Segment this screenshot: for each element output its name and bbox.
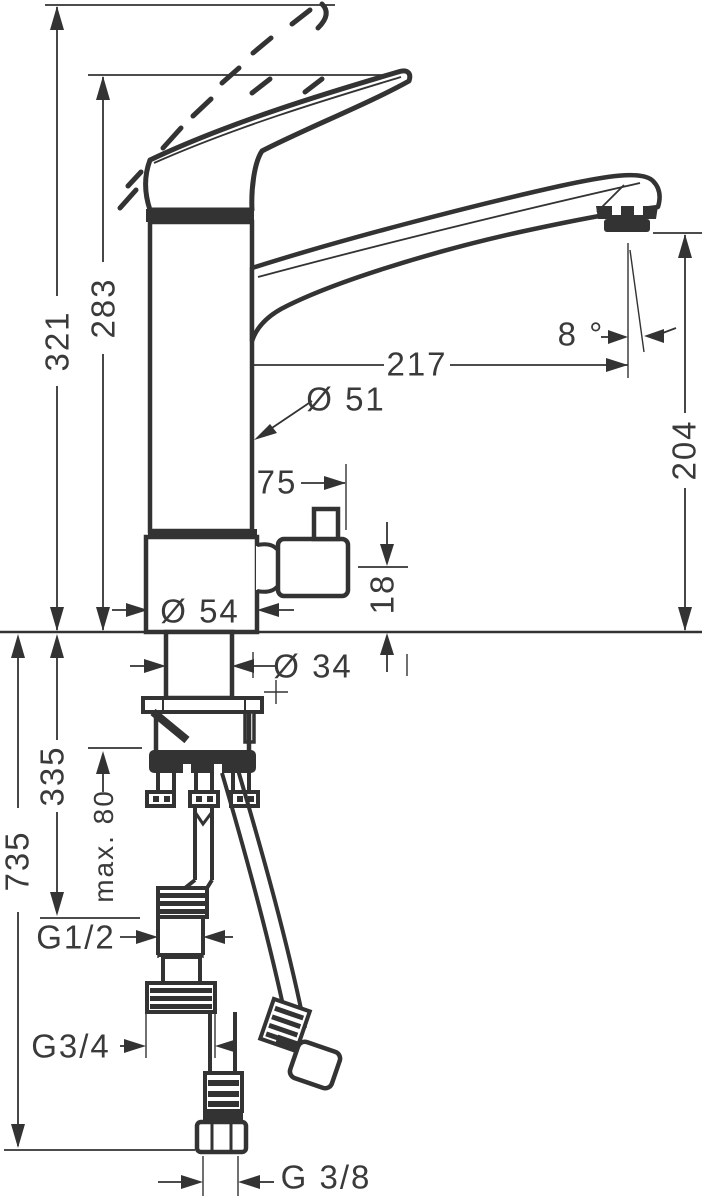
dim-spout-angle-label: 8 ° [557, 315, 605, 353]
dim-base-diameter-label: Ø 54 [160, 592, 240, 630]
supply-hose-vertical [145, 806, 249, 1155]
thread-g38-label: G 3/8 [280, 1158, 372, 1196]
dim-34 [130, 659, 277, 673]
dim-283 [88, 74, 400, 631]
valve-knob [311, 506, 341, 542]
dim-g34 [120, 1012, 237, 1058]
thread-g34-label: G3/4 [31, 1027, 111, 1065]
faucet-base [143, 534, 260, 635]
faucet-body-column [147, 219, 255, 534]
aerator [596, 206, 658, 232]
dim-735 [4, 634, 195, 1151]
dim-total-height-label: 321 [38, 310, 76, 372]
dimension-lines [0, 4, 702, 1196]
dim-335 [40, 634, 140, 919]
dim-54 [112, 603, 294, 617]
dim-g12 [120, 918, 233, 958]
mounting-hardware [141, 696, 264, 808]
dim-valve-clearance-label: 18 [363, 573, 401, 615]
g12-connector [156, 917, 205, 957]
dim-321 [45, 4, 335, 631]
dim-outlet-height-label: 204 [665, 419, 702, 481]
dim-max80 [88, 747, 142, 792]
reference-ticks [252, 652, 408, 704]
faucet [117, 1, 662, 1155]
dim-shank-length-label: 335 [33, 745, 71, 807]
dim-handle-height-label: 283 [84, 277, 122, 339]
dim-spout-reach-label: 217 [386, 345, 448, 383]
dim-8deg [601, 243, 677, 378]
spout [249, 172, 662, 344]
g38-hex-nut [194, 1119, 249, 1155]
dim-spout-diameter-label: Ø 51 [306, 380, 386, 418]
dim-g38 [158, 1156, 274, 1196]
mounting-shank [163, 629, 235, 701]
dim-204 [653, 232, 702, 631]
dim-18 [358, 522, 408, 672]
thread-g12-label: G1/2 [36, 918, 116, 956]
dim-51-leader [254, 400, 313, 440]
base-joint-band [148, 529, 257, 537]
lever-handle [143, 68, 413, 222]
handle-base-band [146, 209, 254, 222]
side-valve [256, 506, 351, 599]
dim-hose-length-label: 735 [0, 830, 36, 892]
dim-max-thickness-label: max. 80 [88, 789, 119, 903]
dim-shank-diameter-label: Ø 34 [273, 647, 353, 685]
supply-hose-diagonal [220, 769, 343, 1091]
dim-valve-offset-label: 75 [256, 463, 298, 501]
diagonal-hose-end-connector [287, 1039, 343, 1091]
